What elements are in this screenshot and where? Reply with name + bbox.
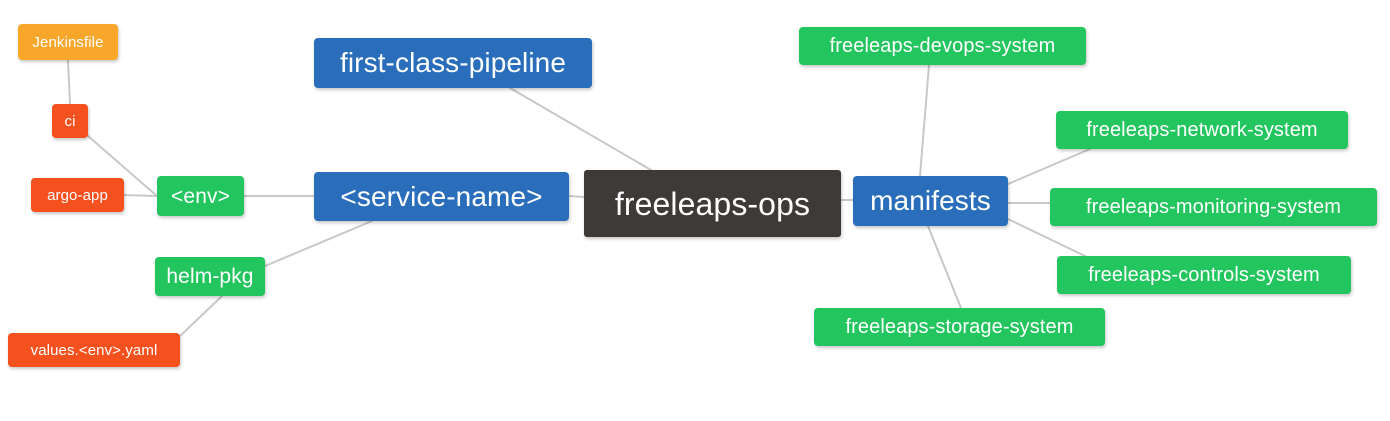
edge-service-name-to-freeleaps-ops xyxy=(568,195,585,198)
edge-manifests-to-network-system xyxy=(1007,148,1091,185)
node-monitoring-system[interactable]: freeleaps-monitoring-system xyxy=(1050,188,1377,226)
edge-pipeline-to-freeleaps-ops xyxy=(509,87,652,171)
edge-values-yaml-to-helm-pkg xyxy=(179,295,223,337)
node-manifests[interactable]: manifests xyxy=(853,176,1008,226)
node-controls-system[interactable]: freeleaps-controls-system xyxy=(1057,256,1351,294)
node-storage-system[interactable]: freeleaps-storage-system xyxy=(814,308,1105,346)
node-jenkinsfile[interactable]: Jenkinsfile xyxy=(18,24,118,60)
node-values-yaml[interactable]: values.<env>.yaml xyxy=(8,333,180,367)
edge-manifests-to-devops-system xyxy=(919,64,930,177)
node-ci[interactable]: ci xyxy=(52,104,88,138)
node-service-name[interactable]: <service-name> xyxy=(314,172,569,221)
node-pipeline[interactable]: first-class-pipeline xyxy=(314,38,592,88)
edge-argo-app-to-env xyxy=(123,194,158,197)
node-freeleaps-ops[interactable]: freeleaps-ops xyxy=(584,170,841,237)
node-devops-system[interactable]: freeleaps-devops-system xyxy=(799,27,1086,65)
edge-jenkinsfile-to-ci xyxy=(67,59,71,105)
node-network-system[interactable]: freeleaps-network-system xyxy=(1056,111,1348,149)
node-env[interactable]: <env> xyxy=(157,176,244,216)
edge-manifests-to-storage-system xyxy=(927,225,962,309)
node-argo-app[interactable]: argo-app xyxy=(31,178,124,212)
edge-helm-pkg-to-service-name xyxy=(264,220,373,267)
node-helm-pkg[interactable]: helm-pkg xyxy=(155,257,265,296)
